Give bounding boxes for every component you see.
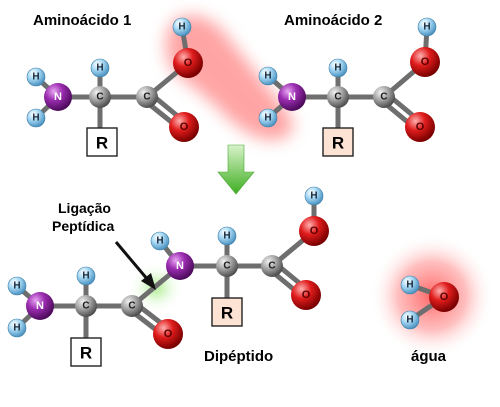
carbon-atom <box>89 86 111 108</box>
oxygen-symbol: O <box>184 57 193 69</box>
aminoacid-2: H H H H N C C O O R <box>258 17 440 157</box>
carbon-symbol: C <box>223 261 230 272</box>
hydrogen-symbol: H <box>32 113 39 124</box>
radical-symbol: R <box>80 344 92 363</box>
oxygen-atom <box>405 112 435 142</box>
nitrogen-symbol: N <box>54 91 62 103</box>
oxygen-atom <box>291 280 321 310</box>
nitrogen-atom <box>44 83 72 111</box>
carbon-atom <box>136 86 158 108</box>
hydrogen-symbol: H <box>423 22 430 33</box>
carbon-atom <box>261 255 283 277</box>
nitrogen-atom <box>278 83 306 111</box>
hydrogen-symbol: H <box>156 236 163 247</box>
hydrogen-symbol: H <box>32 72 39 83</box>
nitrogen-symbol: N <box>288 91 296 103</box>
carbon-symbol: C <box>96 92 103 103</box>
hydrogen-symbol: H <box>264 71 271 82</box>
radical-symbol: R <box>221 304 233 323</box>
aminoacid-1-bonds <box>33 24 191 132</box>
radical-box <box>211 297 243 327</box>
oxygen-atom <box>153 319 183 349</box>
hydrogen-atom <box>172 17 192 37</box>
carbon-atom <box>327 86 349 108</box>
hydrogen-atom <box>304 186 324 206</box>
hydrogen-atom <box>217 226 237 246</box>
peptide-bond-pointer-arrow <box>114 241 156 290</box>
oxygen-symbol: O <box>164 328 173 340</box>
nitrogen-symbol: N <box>176 260 184 272</box>
nitrogen-atom <box>26 292 54 320</box>
oxygen-symbol: O <box>180 121 189 133</box>
hydrogen-symbol: H <box>310 191 317 202</box>
peptide-bond-label-line2: Peptídica <box>52 218 114 234</box>
oxygen-atom <box>169 112 199 142</box>
carbon-symbol: C <box>268 261 275 272</box>
dipeptide-label: Dipéptido <box>204 348 273 365</box>
carbon-atom <box>373 86 395 108</box>
hydrogen-symbol: H <box>334 63 341 74</box>
aminoacid-2-bonds <box>265 24 430 132</box>
carbon-symbol: C <box>334 92 341 103</box>
nitrogen-symbol: N <box>36 300 44 312</box>
hydrogen-atom <box>7 318 27 338</box>
oxygen-symbol: O <box>440 291 449 303</box>
radical-symbol: R <box>96 134 108 153</box>
oxygen-atom <box>429 282 459 312</box>
hydrogen-symbol: H <box>406 280 413 291</box>
hydrogen-atom <box>76 266 96 286</box>
hydrogen-atom <box>26 108 46 128</box>
hydrogen-symbol: H <box>96 63 103 74</box>
oxygen-symbol: O <box>310 225 319 237</box>
carbon-atom <box>216 255 238 277</box>
hydrogen-atom <box>400 275 420 295</box>
peptide-bond-label-line1: Ligação <box>58 200 111 216</box>
radical-symbol: R <box>332 134 344 153</box>
oxygen-atom <box>173 48 203 78</box>
carbon-symbol: C <box>143 92 150 103</box>
hydrogen-atom <box>26 67 46 87</box>
hydrogen-symbol: H <box>264 113 271 124</box>
hydrogen-symbol: H <box>13 281 20 292</box>
oxygen-atom <box>410 47 440 77</box>
carbon-atom <box>75 295 97 317</box>
hydrogen-atom <box>7 276 27 296</box>
reaction-arrow <box>217 144 255 195</box>
hydrogen-atom <box>150 231 170 251</box>
hydrogen-symbol: H <box>13 323 20 334</box>
oxygen-symbol: O <box>421 56 430 68</box>
aminoacid-1-title: Aminoácido 1 <box>33 12 131 29</box>
radical-box <box>322 127 354 157</box>
radical-box <box>70 337 102 367</box>
aminoacid-2-title: Aminoácido 2 <box>284 12 382 29</box>
hydrogen-atom <box>417 17 437 37</box>
water-molecule: H H O <box>400 275 459 330</box>
oxygen-symbol: O <box>302 289 311 301</box>
carbon-symbol: C <box>82 301 89 312</box>
hydrogen-atom <box>400 310 420 330</box>
radical-box <box>86 127 118 157</box>
hydrogen-symbol: H <box>82 271 89 282</box>
oxygen-atom <box>299 216 329 246</box>
hydrogen-atom <box>258 108 278 128</box>
water-label: água <box>411 348 447 365</box>
aminoacid-1: H H H H N C C O O R <box>26 17 203 157</box>
carbon-symbol: C <box>380 92 387 103</box>
hydrogen-symbol: H <box>178 22 185 33</box>
hydrogen-symbol: H <box>406 315 413 326</box>
carbon-symbol: C <box>128 301 135 312</box>
hydrogen-atom <box>90 58 110 78</box>
hydrogen-atom <box>258 66 278 86</box>
hydrogen-atom <box>328 58 348 78</box>
oxygen-symbol: O <box>416 121 425 133</box>
dipeptide: H H H H H H N N C C C C O O O R R <box>7 186 329 367</box>
carbon-atom <box>121 295 143 317</box>
hydrogen-symbol: H <box>223 231 230 242</box>
nitrogen-atom <box>166 252 194 280</box>
leaving-group-glow <box>165 15 293 140</box>
